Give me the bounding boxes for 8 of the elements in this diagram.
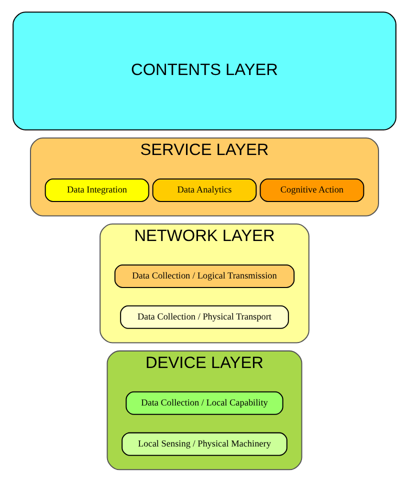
node-box: Data Collection / Logical Transmission: [114, 264, 295, 288]
node-box: Data Collection / Physical Transport: [120, 305, 289, 329]
node-box: Data Integration: [44, 178, 150, 202]
node-box: Data Collection / Local Capability: [126, 391, 284, 415]
node-box: Local Sensing / Physical Machinery: [122, 432, 288, 456]
node-box: Data Analytics: [152, 178, 257, 202]
node-box: Cognitive Action: [260, 178, 364, 202]
node-box: CONTENTS LAYER: [12, 12, 396, 130]
